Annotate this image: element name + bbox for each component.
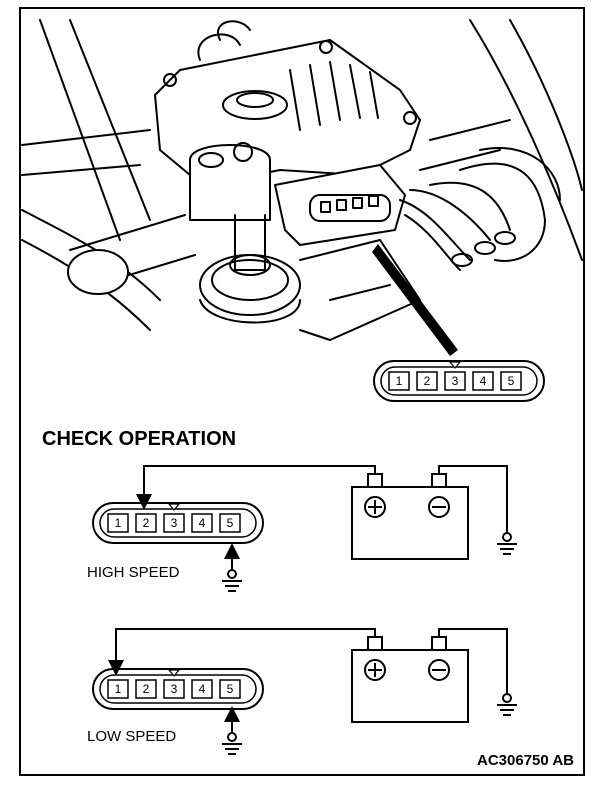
pin-number: 5 xyxy=(508,374,515,388)
pin-number: 5 xyxy=(227,682,234,696)
connector-inner xyxy=(380,366,538,396)
low-speed-battery xyxy=(351,636,469,723)
high-speed-label: HIGH SPEED xyxy=(87,564,180,581)
pin-cavity xyxy=(107,679,129,699)
negative-terminal-icon xyxy=(428,496,450,518)
pin-cavity xyxy=(219,513,241,533)
check-operation-heading: CHECK OPERATION xyxy=(42,428,236,450)
pin-number: 3 xyxy=(171,682,178,696)
pin-number: 1 xyxy=(396,374,403,388)
positive-terminal-icon xyxy=(364,659,386,681)
connector-inner xyxy=(99,674,257,704)
ground-icon xyxy=(222,732,242,755)
figure-frame xyxy=(19,7,585,776)
connector-detail: 1 2 3 4 5 xyxy=(373,360,545,402)
low-speed-circuit: 1 2 3 4 5 LOW SPEED xyxy=(87,628,517,755)
pin-number: 1 xyxy=(115,516,122,530)
pin-cavity xyxy=(388,371,410,391)
pin-cavity xyxy=(472,371,494,391)
pin-cavity xyxy=(107,513,129,533)
ground-icon xyxy=(497,693,517,716)
pin-number: 2 xyxy=(143,682,150,696)
pin-number: 1 xyxy=(115,682,122,696)
pin-number: 2 xyxy=(424,374,431,388)
pin-number: 4 xyxy=(480,374,487,388)
pin-cavity xyxy=(163,679,185,699)
pin-number: 2 xyxy=(143,516,150,530)
ground-icon xyxy=(497,532,517,555)
pin-cavity xyxy=(500,371,522,391)
low-speed-connector: 1 2 3 4 5 xyxy=(92,668,264,710)
high-speed-connector: 1 2 3 4 5 xyxy=(92,502,264,544)
pin-cavity xyxy=(163,513,185,533)
negative-terminal-icon xyxy=(428,659,450,681)
pin-cavity xyxy=(219,679,241,699)
key-marker xyxy=(448,361,462,369)
wiper-motor-illustration xyxy=(21,19,583,341)
pin-number: 4 xyxy=(199,516,206,530)
pin-cavity xyxy=(135,679,157,699)
pin-cavity xyxy=(135,513,157,533)
low-speed-label: LOW SPEED xyxy=(87,728,176,745)
connector-inner xyxy=(99,508,257,538)
figure-code: AC306750 AB xyxy=(477,752,574,769)
pin-cavity xyxy=(191,679,213,699)
ground-icon xyxy=(222,569,242,592)
pin-cavity xyxy=(416,371,438,391)
high-speed-battery xyxy=(351,473,469,560)
pin-number: 4 xyxy=(199,682,206,696)
pin-cavity xyxy=(191,513,213,533)
callout-leader xyxy=(372,244,458,356)
pin-number: 3 xyxy=(171,516,178,530)
key-marker xyxy=(167,503,181,511)
pin-number: 3 xyxy=(452,374,459,388)
key-marker xyxy=(167,669,181,677)
pin-number: 5 xyxy=(227,516,234,530)
positive-terminal-icon xyxy=(364,496,386,518)
pin-cavity xyxy=(444,371,466,391)
